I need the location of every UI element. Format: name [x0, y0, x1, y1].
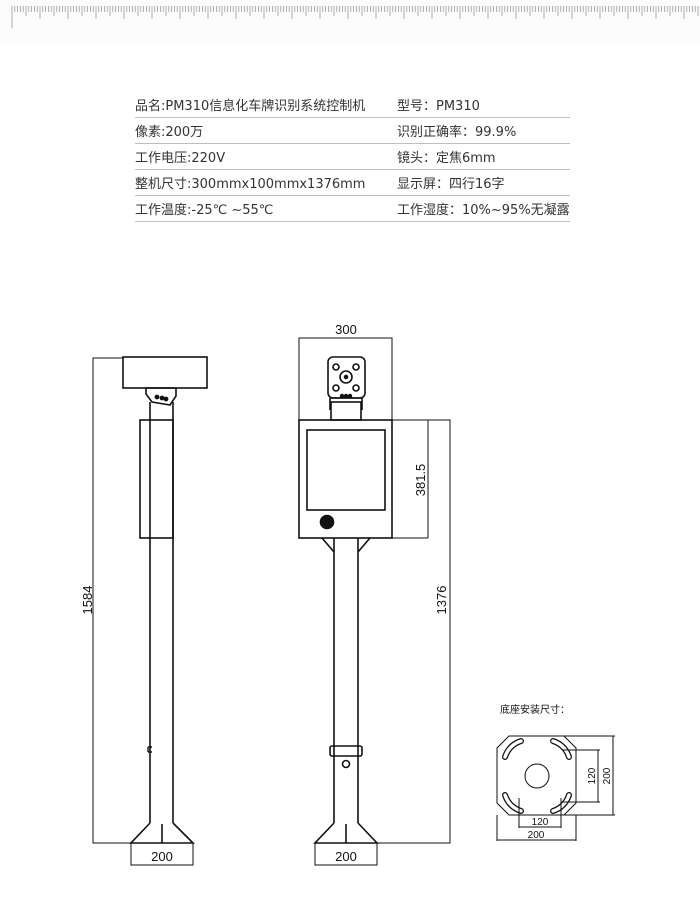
- spec-right: 显示屏：四行16字: [397, 177, 505, 192]
- base-plate-title: 底座安装尺寸：: [500, 703, 570, 716]
- ruler: [0, 0, 700, 45]
- camera-head: [122, 356, 208, 389]
- base-plate-outer-h-label: 200: [528, 830, 545, 841]
- spec-row: 像素:200万 识别正确率：99.9%: [135, 118, 570, 144]
- spec-left: 整机尺寸:300mmx100mmx1376mm: [135, 177, 366, 192]
- front-width-dimension: [298, 337, 393, 420]
- spec-left: 工作电压:220V: [135, 151, 226, 166]
- side-enclosure: [139, 419, 174, 539]
- base-plate-hole-h-label: 120: [532, 817, 549, 828]
- base-plate-diagram: 底座安装尺寸： 120 200 120 200: [496, 703, 615, 841]
- spec-row: 整机尺寸:300mmx100mmx1376mm 显示屏：四行16字: [135, 170, 570, 196]
- front-height-label: 1376: [434, 586, 449, 615]
- front-width-label: 300: [335, 322, 357, 337]
- speaker-icon: [319, 514, 335, 530]
- box-height-label: 381.5: [413, 464, 428, 497]
- base-plate-hole-v-label: 120: [587, 767, 598, 784]
- side-base-label: 200: [151, 849, 173, 864]
- spec-right: 识别正确率：99.9%: [397, 125, 517, 140]
- base-plate-outer-v-label: 200: [602, 767, 613, 784]
- front-height-dimension: [377, 419, 451, 844]
- spec-table: 品名:PM310信息化车牌识别系统控制机 型号：PM310 像素:200万 识别正确…: [135, 92, 570, 222]
- side-height-label: 1584: [80, 586, 95, 615]
- spec-right: 工作湿度：10%~95%无凝露: [397, 203, 570, 218]
- spec-row: 品名:PM310信息化车牌识别系统控制机 型号：PM310: [135, 92, 570, 118]
- spec-left: 品名:PM310信息化车牌识别系统控制机: [135, 99, 366, 114]
- head-bracket: [145, 387, 177, 406]
- front-base-label: 200: [335, 849, 357, 864]
- display-screen: [306, 429, 386, 511]
- spec-left: 工作温度:-25℃ ~55℃: [135, 203, 274, 218]
- side-height-dimension: [92, 357, 131, 844]
- front-view: 300 381.5 1376 200: [298, 322, 451, 866]
- spec-row: 工作电压:220V 镜头：定焦6mm: [135, 144, 570, 170]
- spec-left: 像素:200万: [135, 125, 204, 140]
- pole-clamp: [329, 745, 363, 757]
- front-enclosure: [298, 419, 393, 539]
- spec-row: 工作温度:-25℃ ~55℃ 工作湿度：10%~95%无凝露: [135, 196, 570, 222]
- spec-right: 镜头：定焦6mm: [397, 151, 496, 166]
- spec-right: 型号：PM310: [397, 99, 480, 114]
- side-view: 1584 200: [80, 356, 208, 866]
